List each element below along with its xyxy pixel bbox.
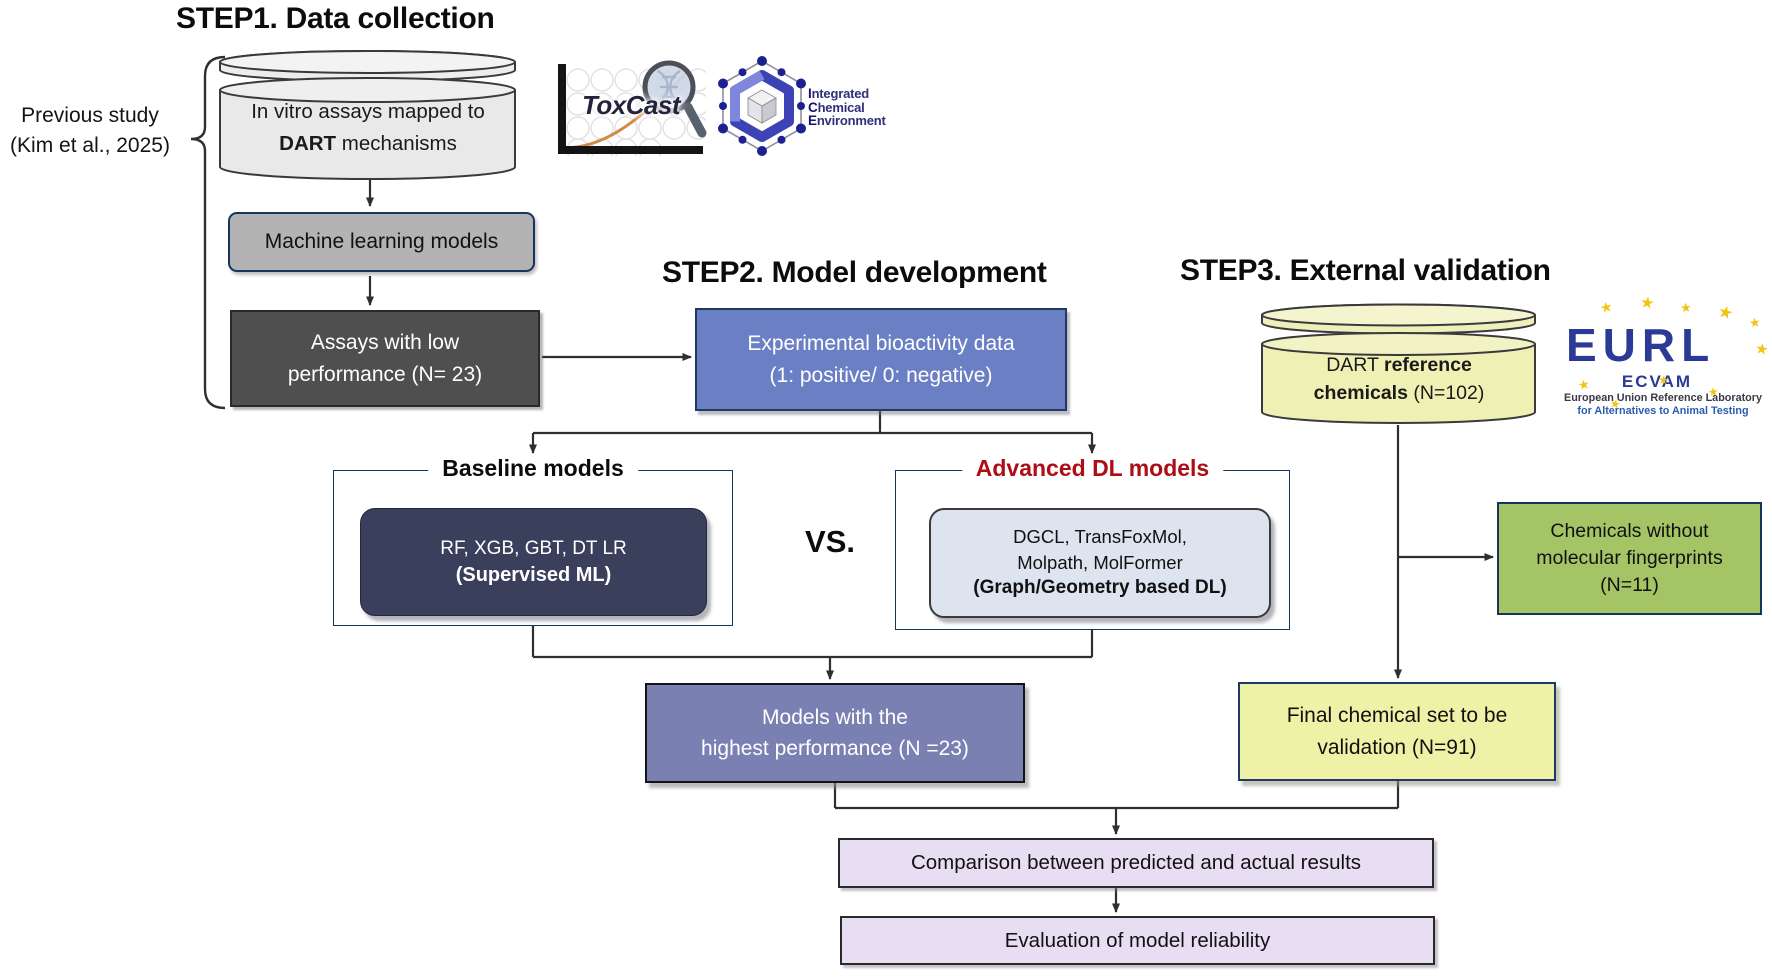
ice-word-environment: Environment xyxy=(808,114,898,128)
flow-arrows xyxy=(366,180,1494,913)
assays-low-performance-box: Assays with low performance (N= 23) xyxy=(230,310,540,407)
exp-line2: (1: positive/ 0: negative) xyxy=(769,363,993,387)
exp-line1: Experimental bioactivity data xyxy=(747,332,1015,355)
toxcast-logo-text: ToxCast xyxy=(581,90,681,120)
ice-logo-text: Integrated Chemical Environment xyxy=(808,87,898,128)
invitro-line2: DART mechanisms xyxy=(228,128,508,160)
baseline-models-frame: Baseline models RF, XGB, GBT, DT LR (Sup… xyxy=(333,455,733,626)
eurl-logo-line1: European Union Reference Laboratory xyxy=(1564,392,1762,404)
assays-line1: Assays with low xyxy=(310,331,460,354)
dart-pre: DART xyxy=(1326,354,1384,376)
advanced-line2: Molpath, MolFormer xyxy=(1017,551,1183,573)
invitro-cylinder-label: In vitro assays mapped to DART mechanism… xyxy=(228,96,508,160)
mechanisms-text: mechanisms xyxy=(336,131,457,155)
step3-title: STEP3. External validation xyxy=(1180,254,1551,287)
dart-cylinder-shape xyxy=(1261,303,1536,424)
reference-bold: reference xyxy=(1383,354,1472,376)
evaluation-label: Evaluation of model reliability xyxy=(1004,928,1271,952)
models-line1: Models with the xyxy=(762,705,908,729)
eu-star-icon: ★ xyxy=(1657,372,1670,388)
highest-performance-models-box: Models with the highest performance (N =… xyxy=(645,683,1025,783)
toxcast-logo-graphic xyxy=(558,60,707,156)
eurl-logo-subtitle: ECVAM xyxy=(1621,372,1693,391)
machine-learning-models-box: Machine learning models xyxy=(228,212,535,272)
ice-initial-i: I xyxy=(808,86,812,101)
previous-study-brace xyxy=(190,55,226,410)
ice-rest-1: ntegrated xyxy=(811,86,870,101)
ice-rest-3: nvironment xyxy=(816,113,886,128)
eu-star-icon: ★ xyxy=(1679,299,1693,316)
chemicals-without-fingerprints-box: Chemicals without molecular fingerprints… xyxy=(1497,502,1762,615)
eu-star-icon: ★ xyxy=(1707,384,1720,400)
eu-star-icon: ★ xyxy=(1576,376,1591,393)
eu-star-icon: ★ xyxy=(1638,294,1656,313)
invitro-line1: In vitro assays mapped to xyxy=(251,100,485,123)
green-line3: (N=11) xyxy=(1600,573,1659,596)
advanced-dl-frame: Advanced DL models DGCL, TransFoxMol, Mo… xyxy=(895,455,1290,630)
eu-star-icon: ★ xyxy=(1598,297,1615,317)
green-line1: Chemicals without xyxy=(1550,520,1709,543)
chemicals-bold: chemicals xyxy=(1313,381,1408,404)
dart-cylinder-label: DART reference chemicals (N=102) xyxy=(1268,352,1530,407)
step2-title: STEP2. Model development xyxy=(662,256,1047,289)
baseline-frame-title: Baseline models xyxy=(428,455,638,482)
ice-word-integrated: Integrated xyxy=(808,87,898,101)
dart-bold: DART xyxy=(279,131,337,155)
final-line1: Final chemical set to be xyxy=(1286,704,1508,727)
eu-star-icon: ★ xyxy=(1715,301,1736,324)
previous-study-line2: (Kim et al., 2025) xyxy=(10,133,170,157)
step1-title: STEP1. Data collection xyxy=(176,2,495,35)
previous-study-line1: Previous study xyxy=(21,104,159,127)
models-line2: highest performance (N =23) xyxy=(701,737,969,760)
eurl-logo-title: EURL xyxy=(1566,319,1716,371)
advanced-dl-box: DGCL, TransFoxMol, Molpath, MolFormer (G… xyxy=(929,508,1271,618)
vs-label: VS. xyxy=(805,524,855,559)
dart-n102: (N=102) xyxy=(1407,381,1485,404)
ice-initial-e: E xyxy=(808,113,817,128)
assays-line2: performance (N= 23) xyxy=(287,362,483,386)
previous-study-label: Previous study (Kim et al., 2025) xyxy=(0,101,180,161)
final-line2: validation (N=91) xyxy=(1317,735,1477,759)
ice-word-chemical: Chemical xyxy=(808,99,898,115)
experimental-bioactivity-box: Experimental bioactivity data (1: positi… xyxy=(695,308,1067,411)
dart-line2: chemicals (N=102) xyxy=(1268,380,1530,408)
baseline-models-box: RF, XGB, GBT, DT LR (Supervised ML) xyxy=(360,508,707,616)
advanced-line3: (Graph/Geometry based DL) xyxy=(973,577,1227,599)
eurl-logo-line2: for Alternatives to Animal Testing xyxy=(1577,405,1749,417)
ice-initial-c: C xyxy=(808,99,818,115)
ml-box-label: Machine learning models xyxy=(264,230,499,253)
eu-star-icon: ★ xyxy=(1748,314,1762,331)
ice-rest-2: hemical xyxy=(817,99,865,115)
evaluation-box: Evaluation of model reliability xyxy=(840,916,1435,965)
eu-star-icon: ★ xyxy=(1753,339,1770,360)
comparison-label: Comparison between predicted and actual … xyxy=(910,851,1362,874)
advanced-frame-title: Advanced DL models xyxy=(961,455,1224,482)
green-line2: molecular fingerprints xyxy=(1536,547,1723,570)
baseline-line2: (Supervised ML) xyxy=(455,563,612,586)
ice-logo-graphic xyxy=(718,56,806,156)
eurl-ecvam-logo: EURL ECVAM European Union Reference Labo… xyxy=(1552,294,1772,418)
comparison-box: Comparison between predicted and actual … xyxy=(838,838,1434,888)
dna-icon xyxy=(657,69,681,105)
final-chemical-set-box: Final chemical set to be validation (N=9… xyxy=(1238,682,1556,781)
invitro-cylinder-shape xyxy=(219,50,516,180)
baseline-line1: RF, XGB, GBT, DT LR xyxy=(440,537,627,559)
advanced-line1: DGCL, TransFoxMol, xyxy=(1013,526,1187,548)
dart-line1: DART reference xyxy=(1268,352,1530,380)
